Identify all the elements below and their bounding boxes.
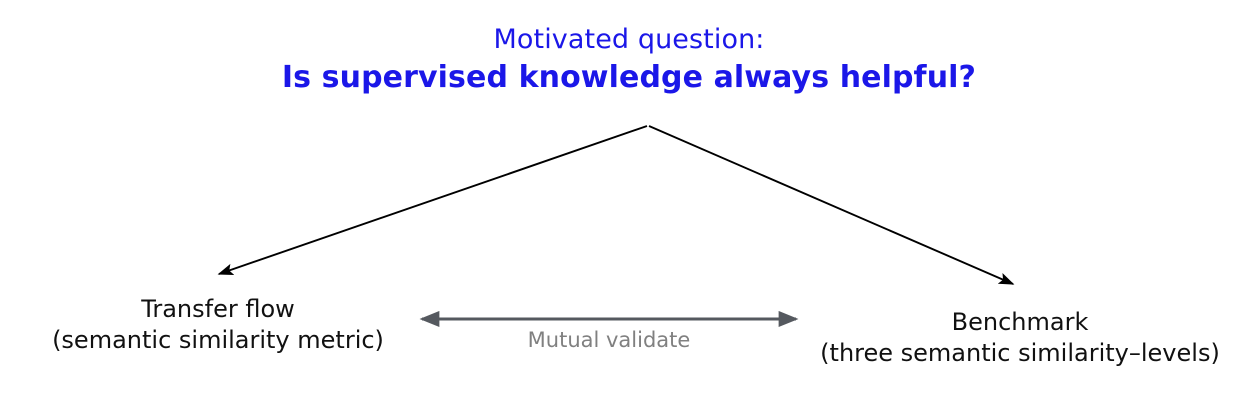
branch-to-benchmark bbox=[648, 125, 1015, 285]
page-title: Motivated question: Is supervised knowle… bbox=[0, 26, 1258, 93]
node-transfer-flow-title: Transfer flow bbox=[141, 295, 295, 323]
branch-to-transfer-flow bbox=[217, 125, 648, 275]
node-transfer-flow: Transfer flow (semantic similarity metri… bbox=[18, 294, 418, 355]
node-benchmark-title: Benchmark bbox=[951, 308, 1089, 336]
title-line-main-question: Is supervised knowledge always helpful? bbox=[281, 60, 977, 95]
node-benchmark: Benchmark (three semantic similarity–lev… bbox=[800, 307, 1240, 368]
node-benchmark-subtitle: (three semantic similarity–levels) bbox=[820, 338, 1220, 367]
title-line-motivated-question: Motivated question: bbox=[493, 24, 765, 55]
mutual-validate-label: Mutual validate bbox=[527, 328, 691, 352]
node-transfer-flow-subtitle: (semantic similarity metric) bbox=[52, 325, 384, 354]
